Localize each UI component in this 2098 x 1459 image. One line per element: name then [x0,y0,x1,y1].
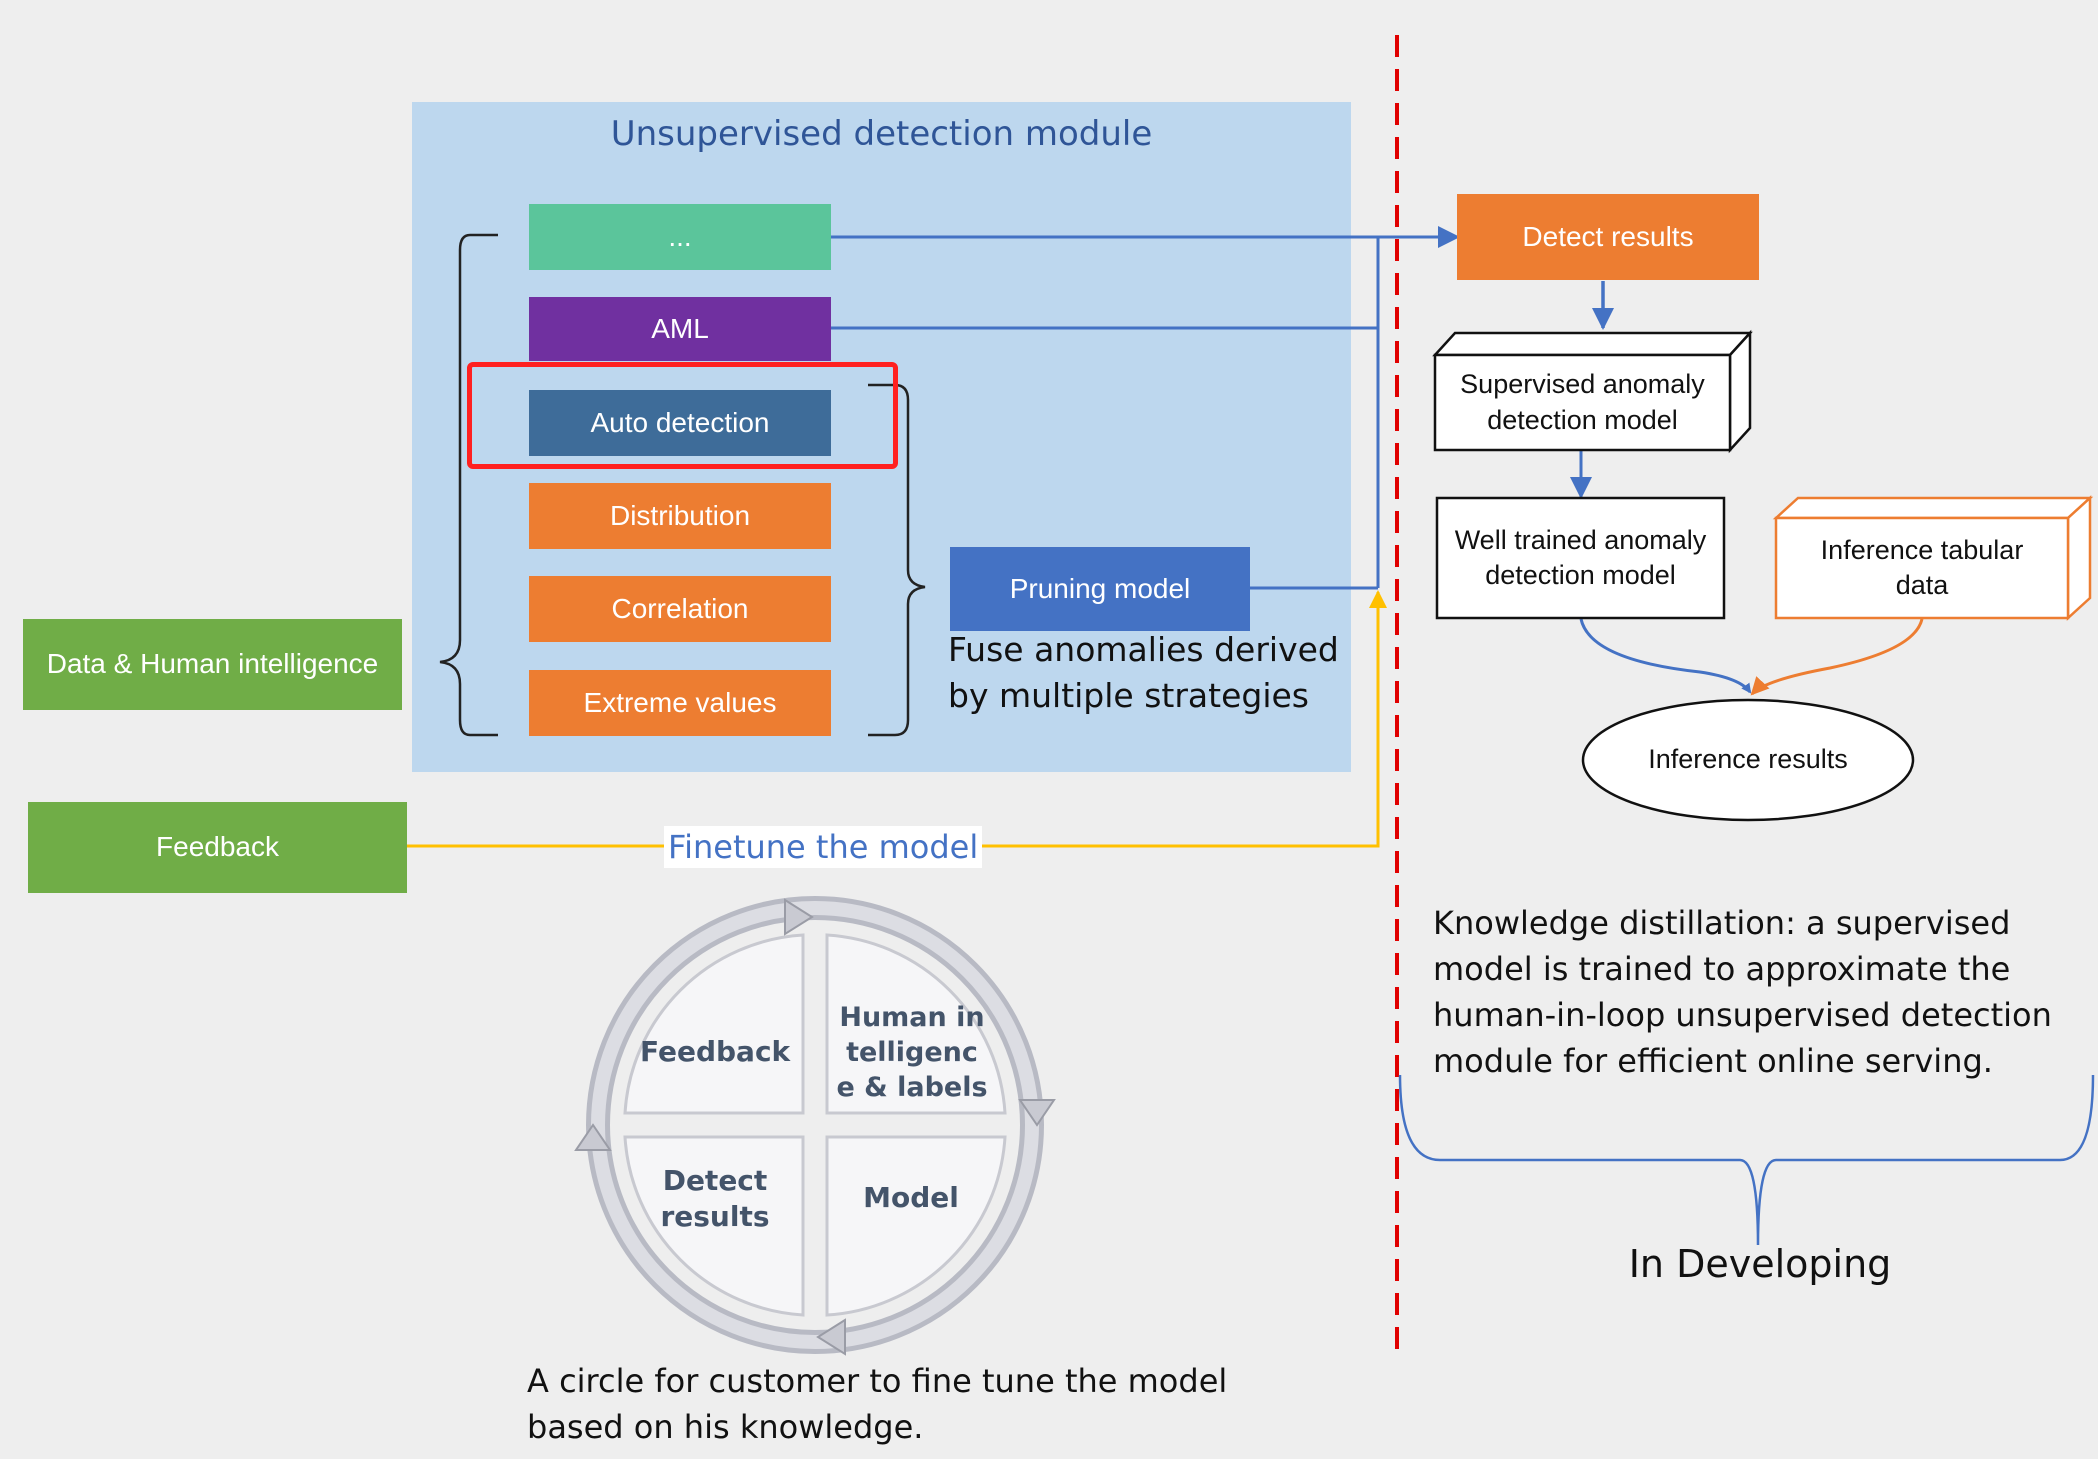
quadrant-human [825,933,1007,1115]
developing-brace [1398,1074,2095,1246]
quadrant-detect [623,1135,805,1317]
tabular-3d-box [1772,495,2094,621]
supervised-model-3d-box [1432,329,1753,454]
feedback-box: Feedback [28,802,407,893]
strategy-correlation-box: Correlation [529,576,831,642]
distillation-note: Knowledge distillation: a supervised mod… [1433,904,2052,1080]
inference-results-ellipse [1581,698,1915,822]
trained-to-inference-arrow [1579,618,1752,694]
quadrant-model [825,1135,1007,1317]
strategy-brace [439,233,498,737]
strategy-extreme-values-box: Extreme values [529,670,831,736]
highlight-frame [467,362,898,469]
strategy-aml-box: AML [529,297,831,361]
cycle-caption: A circle for customer to fine tune the m… [527,1362,1228,1446]
cycle-model-label: Model [863,1181,959,1214]
module-title: Unsupervised detection module [610,114,1153,154]
strategy-auto-detection-box: Auto detection [529,390,831,456]
developing-label: In Developing [1628,1242,1892,1286]
tabular-label: Inference tabular data [1820,534,2024,600]
well-trained-box [1435,496,1726,620]
supervised-model-label: Supervised anomaly detection model [1460,369,1705,435]
cycle-feedback-label: Feedback [640,1035,791,1068]
detect-results-box: Detect results [1457,194,1759,280]
cycle-diagram [574,896,1056,1356]
finetune-label: Finetune the model [664,826,983,868]
fuse-note: Fuse anomalies derived by multiple strat… [948,630,1339,715]
pruning-model-box: Pruning model [950,547,1250,631]
strategy-ellipsis-box: ... [529,204,831,270]
inference-results-label: Inference results [1648,744,1848,775]
cycle-human-label: Human intelligenc e & labels [836,1002,988,1103]
data-human-box: Data & Human intelligence [23,619,402,710]
group-brace [868,383,926,737]
cycle-detect-label: Detect results [660,1164,770,1233]
well-trained-label: Well trained anomaly detection model [1454,524,1707,590]
tabular-to-inference-arrow [1750,618,1924,696]
quadrant-feedback [623,933,805,1115]
strategy-distribution-box: Distribution [529,483,831,549]
